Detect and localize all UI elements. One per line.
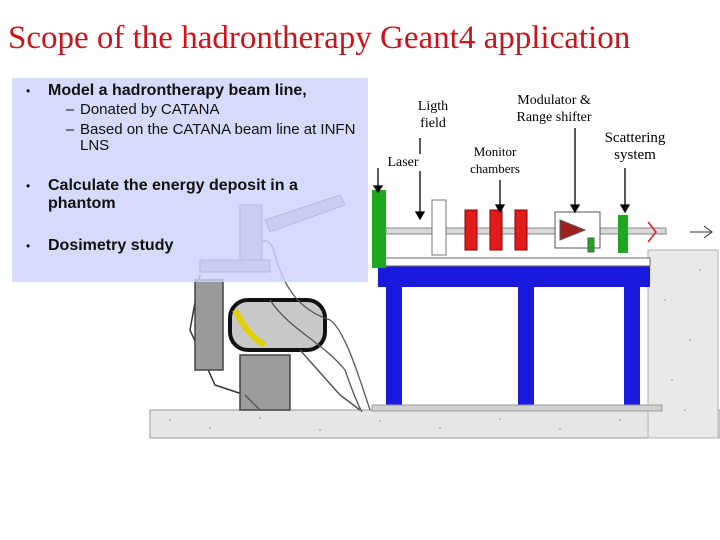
bullet-beam-line: Model a hadrontherapy beam line, [48,82,360,100]
support-frame [378,265,650,407]
beamline-bench [380,258,650,266]
bullet-marker: • [26,179,30,193]
sub-bullet-based-on: Based on the CATANA beam line at INFN LN… [80,122,358,154]
bullet-marker: • [26,84,30,98]
ligth-field-label: Ligth field [408,98,458,132]
modulator-label: Modulator & Range shifter [502,92,606,126]
bullet-energy-deposit: Calculate the energy deposit in a phanto… [48,177,352,213]
modulator-range-shifter [555,212,600,252]
beam-exit-arrow [690,226,712,238]
monitor-chambers-label: Monitor chambers [456,143,534,177]
sub-bullet-donated: Donated by CATANA [80,102,358,118]
scattering-element [618,215,628,253]
treatment-chair [190,275,360,410]
bullet-dosimetry: Dosimetry study [48,237,352,255]
sub-bullet-dash: – [66,102,74,118]
laser-label: Laser [380,154,426,171]
monitor-chambers [465,210,527,250]
frame-base [372,405,662,411]
bullet-panel: • Model a hadrontherapy beam line, – Don… [12,78,368,282]
bullet-marker: • [26,239,30,253]
floor-slab [150,410,720,438]
scattering-system-label: Scattering system [592,130,678,164]
sub-bullet-dash: – [66,122,74,138]
laser-unit [372,190,386,268]
ligth-field-element [432,200,446,255]
